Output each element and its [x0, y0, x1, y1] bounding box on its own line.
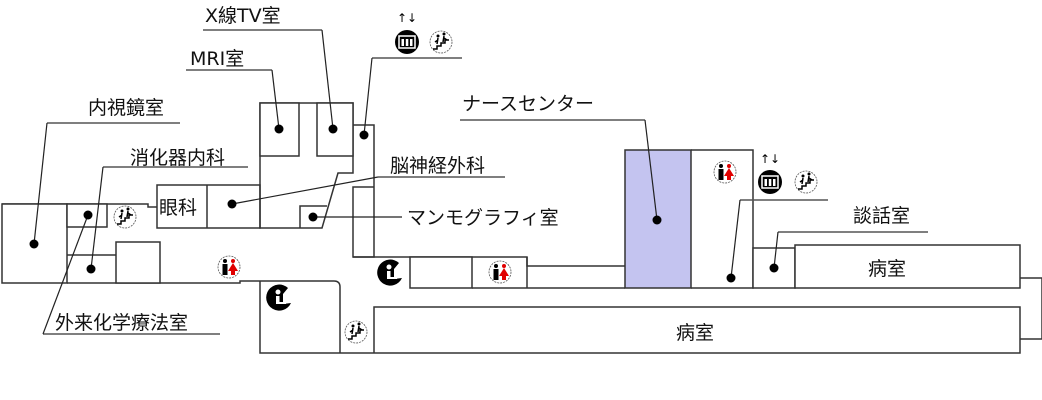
- label-gastroenterology: 消化器内科: [130, 147, 225, 169]
- label-endoscopy: 内視鏡室: [88, 97, 164, 119]
- restroom-icon: [488, 260, 512, 284]
- label-xray-tv: X線TV室: [205, 5, 281, 27]
- label-neurosurgery: 脳神経外科: [390, 155, 485, 177]
- room-corridor: [409, 256, 473, 289]
- ward-upper-room[interactable]: [794, 244, 1021, 289]
- label-mammography: マンモグラフィ室: [407, 207, 559, 229]
- elevator-icon: [394, 29, 420, 55]
- mri-room[interactable]: [259, 102, 300, 157]
- stairs-icon: [794, 170, 818, 194]
- label-chemotherapy: 外来化学療法室: [55, 312, 188, 334]
- label-ward-lower: 病室: [676, 322, 714, 344]
- building-outline: [1, 102, 1042, 354]
- reception-icon: [265, 283, 292, 312]
- stairs-icon: [429, 30, 453, 54]
- elevator-icon: [757, 169, 783, 195]
- restroom-icon: [713, 160, 737, 184]
- label-ward-upper: 病室: [868, 258, 906, 280]
- restroom-icon: [217, 255, 241, 279]
- leader-lines: [33, 29, 928, 335]
- label-lounge: 談話室: [853, 205, 910, 227]
- stairs-icon: [344, 320, 368, 344]
- elevator-arrows-1: ↑↓: [397, 11, 417, 25]
- location-dots: [29, 124, 779, 283]
- reception-icon: [376, 258, 403, 287]
- elevator-arrows-2: ↑↓: [760, 152, 780, 166]
- small-room: [115, 241, 161, 284]
- label-ophthalmology: 眼科: [159, 197, 197, 219]
- label-nurse-station: ナースセンター: [462, 93, 594, 115]
- label-mri: MRI室: [190, 48, 244, 70]
- stairs-icon: [113, 205, 137, 229]
